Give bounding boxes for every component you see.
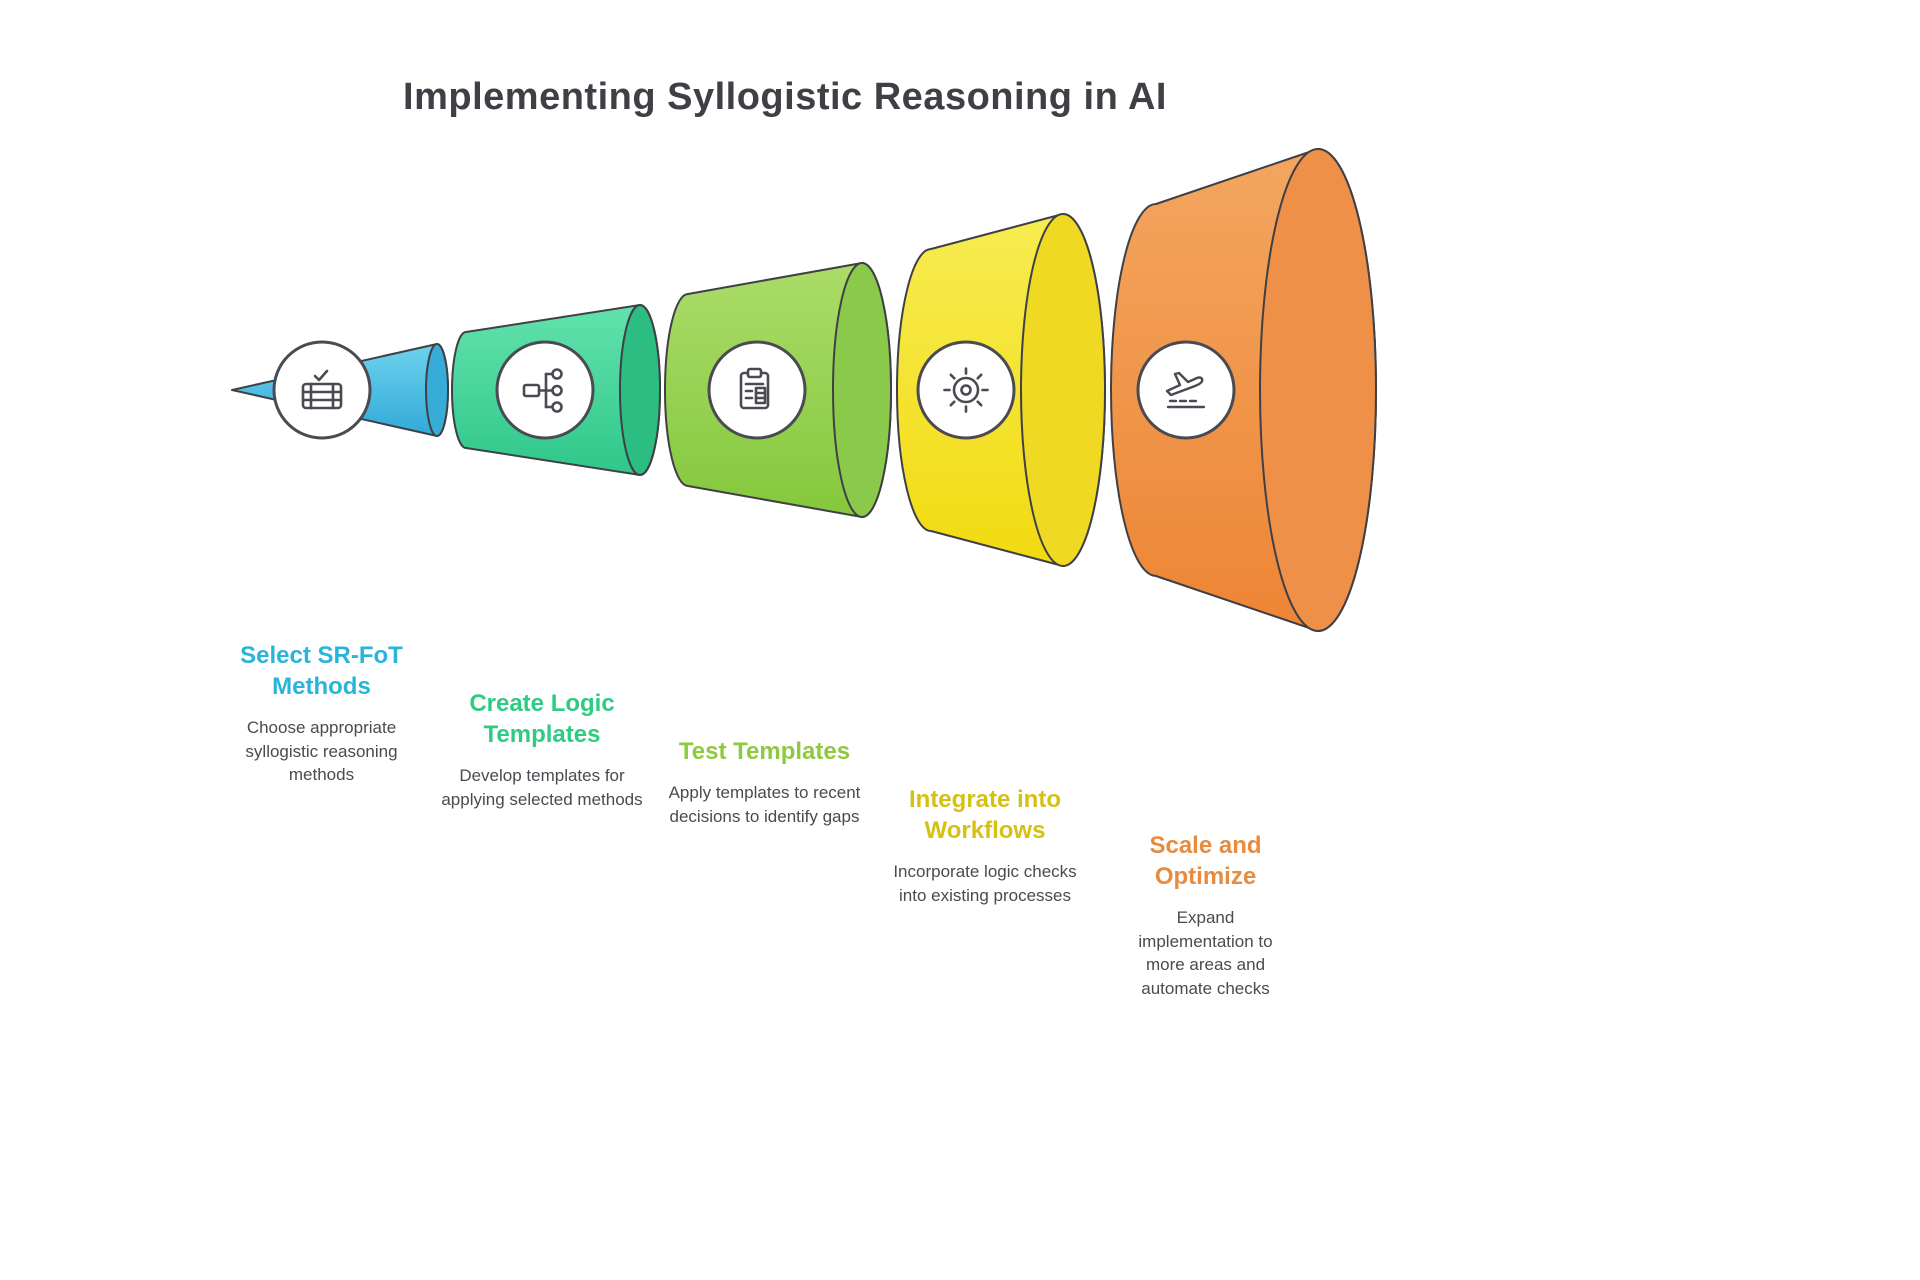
funnel-cap-4: [1020, 213, 1106, 567]
stage-block-create-templates: Create Logic Templates Develop templates…: [437, 688, 647, 811]
funnel-cap-3: [832, 262, 892, 518]
stage-block-scale-optimize: Scale and Optimize Expand implementation…: [1118, 830, 1293, 1000]
stage-description: Apply templates to recent decisions to i…: [668, 783, 861, 826]
icon-circle-1: [272, 340, 372, 440]
stage-block-select-methods: Select SR-FoT Methods Choose appropriate…: [214, 640, 429, 787]
funnel-segment-1: [231, 343, 449, 437]
stage-description: Develop templates for applying selected …: [441, 766, 643, 809]
icon-circle-3: [707, 340, 807, 440]
icon-circle-5: [1136, 340, 1236, 440]
stage-description: Incorporate logic checks into existing p…: [893, 862, 1077, 905]
stage-block-integrate-workflows: Integrate into Workflows Incorporate log…: [880, 784, 1090, 907]
funnel-cap-5: [1259, 148, 1377, 632]
funnel-cap-1: [425, 343, 449, 437]
stage-heading: Select SR-FoT Methods: [240, 642, 403, 701]
stage-heading: Test Templates: [678, 738, 851, 765]
funnel-cap-2: [619, 304, 661, 476]
icon-circle-4: [916, 340, 1016, 440]
gear-icon: [943, 367, 989, 413]
stage-heading: Integrate into Workflows: [908, 786, 1061, 845]
stage-description: Choose appropriate syllogistic reasoning…: [245, 718, 398, 785]
clipboard-icon: [739, 367, 770, 410]
stage-description: Expand implementation to more areas and …: [1138, 908, 1273, 998]
airplane-takeoff-icon: [1165, 371, 1206, 409]
funnel-segment-5: [1110, 148, 1377, 632]
flowchart-icon: [522, 368, 563, 413]
icon-circle-2: [495, 340, 595, 440]
stage-heading: Create Logic Templates: [469, 690, 615, 749]
stage-heading: Scale and Optimize: [1149, 832, 1262, 891]
page-title: Implementing Syllogistic Reasoning in AI: [403, 76, 1167, 118]
funnel-segment-2: [451, 304, 661, 476]
funnel-segment-4: [896, 213, 1106, 567]
form-check-icon: [301, 369, 343, 410]
funnel-segment-3: [664, 262, 892, 518]
stage-block-test-templates: Test Templates Apply templates to recent…: [662, 736, 867, 828]
